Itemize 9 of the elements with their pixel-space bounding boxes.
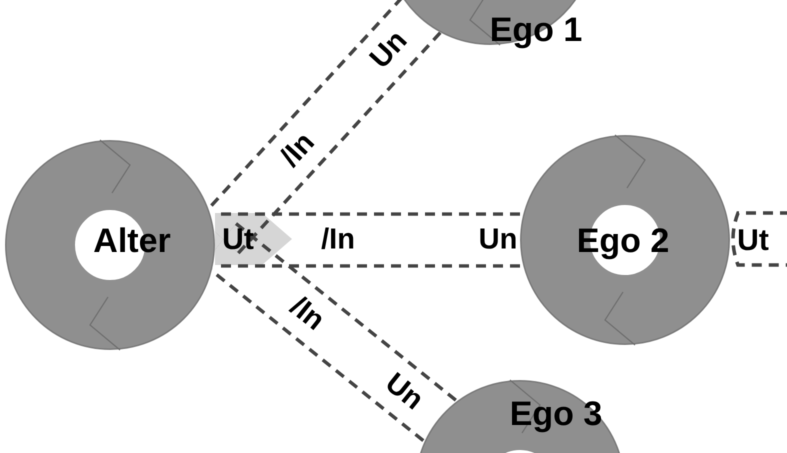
edge-label: /In — [321, 226, 355, 254]
output-label: Ut — [737, 226, 769, 256]
output-label: Ut — [222, 225, 254, 255]
edge-label: /In — [284, 292, 329, 336]
input-label: Un — [366, 26, 414, 74]
edge-label: /In — [275, 128, 320, 172]
input-label: Un — [478, 226, 518, 254]
input-label: Un — [380, 368, 428, 416]
node-label: Alter — [93, 224, 171, 258]
